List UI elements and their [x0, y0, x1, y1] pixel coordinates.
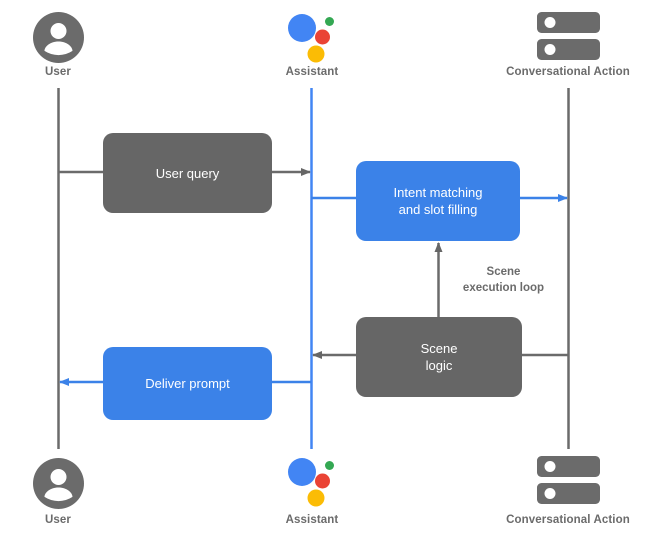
node-intent-matching-label-line2: and slot filling	[398, 202, 478, 217]
node-intent-matching[interactable]: Intent matching and slot filling	[356, 161, 520, 241]
node-scene-logic-label-line1: Scene	[420, 341, 458, 356]
server-rack-icon	[537, 456, 600, 510]
node-deliver-prompt-label: Deliver prompt	[145, 376, 230, 391]
actor-label-user-top: User	[45, 66, 71, 78]
actor-label-user-bottom: User	[45, 514, 71, 526]
annotation-scene-execution-loop-line2: execution loop	[462, 282, 545, 294]
user-avatar-icon	[33, 458, 84, 514]
node-scene-logic[interactable]: Scene logic	[356, 317, 522, 397]
annotation-scene-execution-loop: Scene execution loop	[437, 264, 570, 296]
user-avatar-icon	[33, 12, 84, 68]
actor-label-assistant-bottom: Assistant	[285, 514, 339, 526]
server-rack-icon	[537, 12, 600, 66]
node-intent-matching-label-line1: Intent matching	[393, 185, 483, 200]
node-scene-logic-label-line2: logic	[425, 358, 453, 373]
node-user-query[interactable]: User query	[103, 133, 272, 213]
actor-label-conversational-action-bottom: Conversational Action	[506, 514, 630, 526]
node-deliver-prompt[interactable]: Deliver prompt	[103, 347, 272, 420]
annotation-scene-execution-loop-line1: Scene	[486, 266, 521, 278]
google-assistant-icon	[286, 455, 338, 512]
google-assistant-icon	[286, 11, 338, 68]
actor-label-conversational-action-top: Conversational Action	[506, 66, 630, 78]
actor-label-assistant-top: Assistant	[285, 66, 339, 78]
node-user-query-label: User query	[155, 165, 220, 181]
